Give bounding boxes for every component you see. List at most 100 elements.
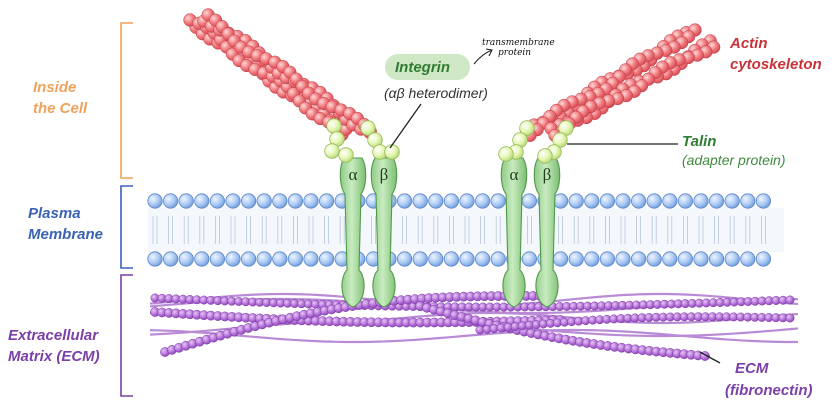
lipid-head (287, 193, 303, 209)
lipid-head (287, 251, 303, 267)
ecm-thin-fiber (149, 328, 799, 344)
lipid-head (474, 193, 491, 209)
lipid-head (677, 193, 694, 209)
beta-label-left: β (380, 165, 389, 184)
talin-bead (360, 120, 376, 136)
actin-label: Actin cytoskeleton (730, 33, 822, 75)
integrin-subunit (339, 157, 367, 308)
lipid-head (194, 251, 210, 267)
talin-bead (537, 148, 553, 164)
lipid-head (677, 251, 694, 267)
talin-bead (324, 143, 340, 159)
lipid-head (646, 251, 662, 267)
handwritten-note-line2: protein (498, 48, 532, 58)
handwritten-arrow (473, 49, 493, 65)
fibronectin-bead (785, 295, 795, 305)
lipid-head (459, 193, 475, 209)
lipid-head (490, 193, 506, 209)
lipid-head (724, 193, 740, 209)
ecm-fibers (149, 291, 799, 361)
talin-bead (519, 120, 535, 136)
integrin-leader-line (389, 103, 422, 149)
subunit-letters: α β α β (349, 165, 552, 184)
lipid-head (443, 193, 459, 209)
lipid-head (147, 193, 163, 209)
lipid-head (552, 251, 569, 267)
ecm-region-label-line2: Matrix (ECM) (8, 348, 100, 365)
handwritten-note-line1: transmembrane (482, 38, 555, 48)
lipid-head (318, 193, 335, 209)
fibronectin-bead (785, 313, 795, 323)
lipid-head (443, 251, 459, 267)
integrin-subunit (500, 157, 528, 308)
plasma-membrane-bilayer (147, 193, 784, 267)
lipid-head (163, 193, 179, 209)
lipid-head (241, 251, 257, 267)
lipid-head (693, 251, 709, 267)
lipid-head (584, 251, 600, 267)
lipid-head (521, 193, 538, 209)
lipid-head (303, 193, 319, 209)
integrin-subunit (370, 157, 398, 308)
lipid-head (755, 251, 772, 267)
talin-label: Talin (682, 133, 717, 150)
integrin-label-bubble (385, 54, 470, 80)
integrin-sublabel: (αβ heterodimer) (384, 85, 488, 101)
lipid-head (740, 193, 756, 209)
handwritten-note: transmembrane protein (482, 38, 555, 58)
lipid-head (630, 251, 647, 267)
lipid-head (396, 251, 413, 267)
lipid-head (646, 193, 662, 209)
inside-cell-label: Inside the Cell (33, 77, 87, 119)
actin-label-line1: Actin (730, 35, 768, 52)
talin-sublabel: (adapter protein) (682, 152, 786, 168)
lipid-head (740, 251, 756, 267)
lipid-head (428, 251, 444, 267)
lipid-head (428, 193, 444, 209)
lipid-head (147, 251, 163, 267)
lipid-head (474, 251, 491, 267)
beta-label-right: β (543, 165, 552, 184)
talin-bead (498, 146, 514, 162)
lipid-head (194, 193, 210, 209)
lipid-head (599, 193, 616, 209)
plasma-membrane-label-line2: Membrane (28, 226, 104, 243)
lipid-head (303, 251, 319, 267)
lipid-head (630, 193, 647, 209)
lipid-head (178, 251, 194, 267)
lipid-head (755, 193, 772, 209)
lipid-head (724, 251, 740, 267)
lipid-head (615, 193, 631, 209)
lipid-head (256, 251, 272, 267)
region-brackets (120, 22, 133, 397)
lipid-head (459, 251, 475, 267)
lipid-head (552, 193, 569, 209)
lipid-head (225, 251, 241, 267)
lipid-head (272, 251, 288, 267)
alpha-label-left: α (349, 165, 358, 184)
lipid-head (209, 251, 225, 267)
integrin-subunit (533, 157, 561, 308)
lipid-head (708, 251, 725, 267)
plasma-membrane-label-line1: Plasma (28, 205, 81, 222)
lipid-head (209, 193, 225, 209)
lipid-head (225, 193, 241, 209)
lipid-head (615, 251, 631, 267)
handwritten-arrowhead (485, 48, 493, 57)
lipid-head (568, 251, 584, 267)
lipid-head (693, 193, 709, 209)
membrane-bracket (120, 185, 133, 269)
lipid-head (163, 251, 179, 267)
lipid-head (412, 193, 428, 209)
leader-lines (389, 48, 721, 364)
talin-bead (338, 147, 354, 163)
inside-cell-bracket (120, 22, 133, 179)
actin-label-line2: cytoskeleton (730, 56, 822, 73)
lipid-head (241, 193, 257, 209)
ecm-region-label-line1: Extracellular (8, 327, 99, 344)
ecm-fiber-label: ECM (735, 360, 769, 377)
ecm-fiber-sublabel: (fibronectin) (725, 382, 813, 399)
alpha-label-right: α (510, 165, 519, 184)
